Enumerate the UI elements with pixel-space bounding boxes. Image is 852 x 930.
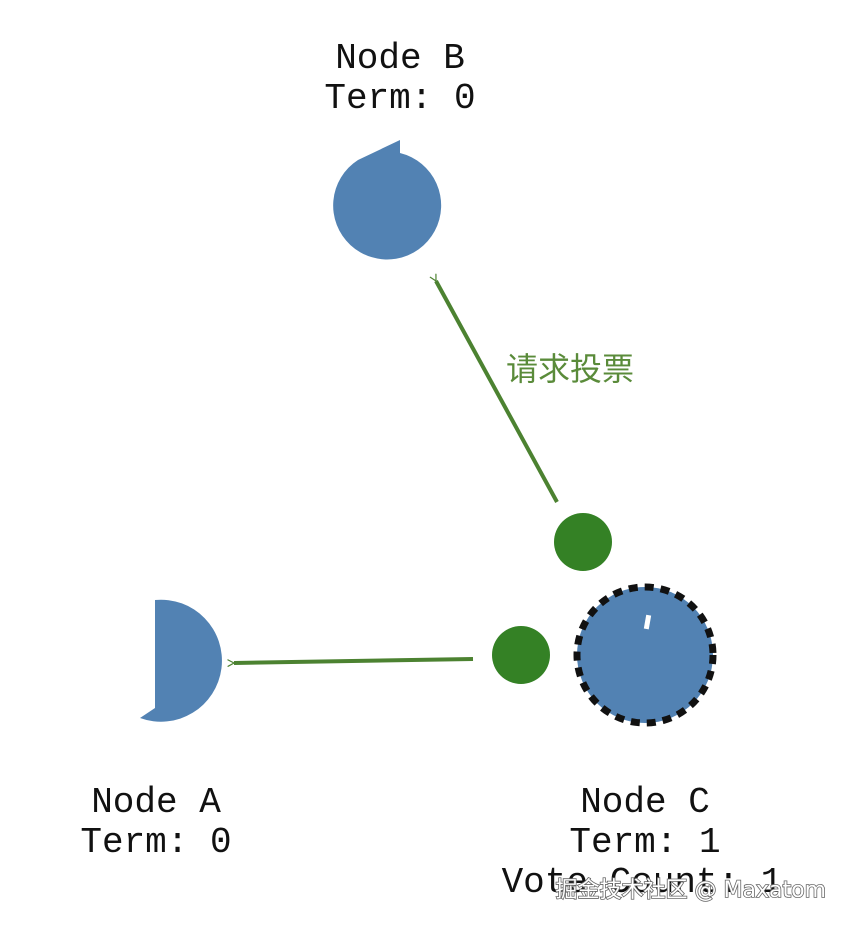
node-a: Node A Term: 0 (80, 599, 232, 863)
node-b-term: Term: 0 (324, 78, 475, 119)
node-c-circle (577, 587, 713, 723)
vote-request-message-to-a (492, 626, 550, 684)
vote-request-message-to-b (554, 513, 612, 571)
node-b-name: Node B (335, 38, 465, 79)
arrow-c-to-b-label: 请求投票 (506, 350, 634, 388)
node-c-tick (643, 614, 652, 630)
node-c: Node C Term: 1 Vote Count: 1 (502, 583, 783, 903)
candidate-ring (573, 583, 717, 727)
arrow-c-to-b (436, 281, 559, 503)
node-a-term: Term: 0 (80, 822, 231, 863)
node-b-circle (333, 140, 442, 260)
node-b: Node B Term: 0 (324, 38, 476, 260)
node-c-vote-count: Vote Count: 1 (502, 862, 783, 903)
node-c-name: Node C (580, 782, 710, 823)
arrow-c-to-a (234, 657, 474, 663)
node-c-term: Term: 1 (569, 822, 720, 863)
node-a-name: Node A (91, 782, 221, 823)
watermark: 掘金技术社区 @ Maxatom (556, 878, 826, 903)
node-a-circle (140, 599, 222, 722)
